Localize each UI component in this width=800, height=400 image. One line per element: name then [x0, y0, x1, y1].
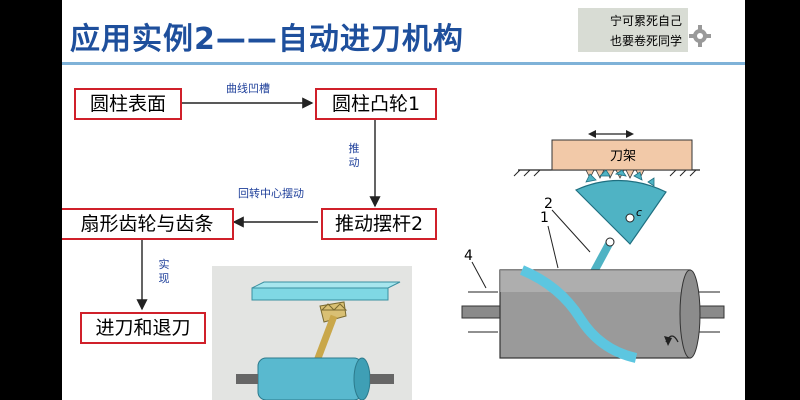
gear-icon	[689, 25, 711, 47]
node-pushing-lever: 推动摆杆2	[321, 208, 437, 240]
mechanism-schematic: 刀架 c 2 1 4	[461, 130, 725, 363]
node-cylinder-surface: 圆柱表面	[74, 88, 182, 120]
label-realize: 实现	[158, 258, 170, 285]
watermark-line-1: 宁可累死自己	[609, 14, 682, 28]
mechanism-3d-illustration	[212, 266, 412, 400]
watermark-line-2: 也要卷死同学	[609, 34, 682, 48]
tool-rest-label: 刀架	[610, 149, 636, 164]
label-swing: 回转中心摆动	[238, 187, 304, 200]
slide-title: 应用实例2——自动进刀机构	[70, 22, 464, 57]
part-4-label: 4	[464, 248, 473, 264]
node-sector-gear-rack: 扇形齿轮与齿条	[62, 208, 234, 240]
slide: 应用实例2——自动进刀机构 宁可累死自己 也要卷死同学	[62, 0, 745, 400]
left-letterbox	[0, 0, 62, 400]
point-c-label: c	[636, 206, 642, 219]
watermark-note: 宁可累死自己 也要卷死同学	[578, 8, 688, 52]
node-feed-retract: 进刀和退刀	[80, 312, 206, 344]
label-curve-groove: 曲线凹槽	[226, 82, 270, 95]
part-2-label: 2	[544, 196, 553, 212]
node-cylindrical-cam: 圆柱凸轮1	[315, 88, 437, 120]
right-letterbox	[745, 0, 800, 400]
label-push: 推动	[348, 142, 360, 169]
title-divider	[62, 62, 745, 65]
flow-arrows	[136, 97, 381, 311]
part-1-label: 1	[540, 210, 549, 226]
